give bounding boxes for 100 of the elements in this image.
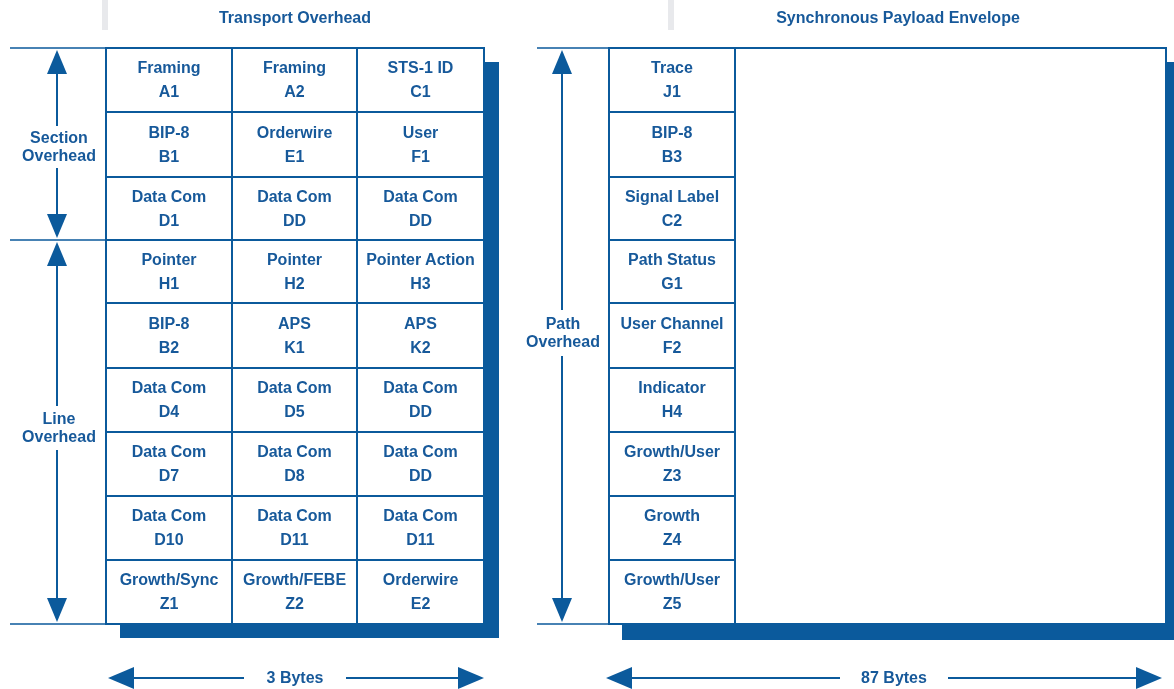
field-name: BIP-8 (148, 314, 190, 333)
byte-code: D7 (158, 467, 180, 485)
byte-code: K1 (284, 338, 305, 357)
field-name: Data Com (257, 443, 332, 461)
byte-code: DD (408, 211, 433, 230)
field-cell (608, 176, 736, 241)
byte-code: DD (408, 467, 433, 485)
byte-code: B2 (158, 338, 180, 357)
field-name: Data Com (131, 443, 207, 461)
field-cell (105, 431, 233, 497)
field-name: Pointer (266, 250, 323, 269)
field-name: STS-1 ID (387, 59, 454, 77)
field-cell (356, 47, 485, 113)
byte-code: D11 (406, 531, 435, 549)
field-name: Growth (644, 507, 700, 525)
field-cell (608, 367, 736, 433)
field-name: BIP-8 (148, 123, 190, 142)
byte-code: H1 (158, 274, 180, 293)
byte-code: Z1 (159, 595, 179, 613)
byte-code: D8 (284, 467, 305, 485)
field-name: User (402, 123, 439, 142)
byte-code: Z4 (662, 531, 682, 549)
field-cell (356, 239, 485, 304)
field-name: Pointer Action (366, 250, 475, 269)
field-name: APS (404, 314, 437, 333)
field-name: Data Com (131, 187, 207, 206)
field-name: Growth/FEBE (242, 571, 347, 589)
field-cell (231, 111, 358, 178)
field-cell (231, 495, 358, 561)
field-cell (231, 239, 358, 304)
field-name: Data Com (257, 379, 332, 397)
byte-code: H2 (284, 274, 305, 293)
field-cell (356, 559, 485, 625)
field-cell (105, 239, 233, 304)
field-cell (608, 111, 736, 178)
field-cell (356, 302, 485, 369)
field-name: User Channel (620, 314, 724, 333)
dimension-label: 87 Bytes (859, 669, 929, 687)
byte-code: Z2 (285, 595, 304, 613)
field-cell (231, 559, 358, 625)
field-name: Framing (262, 59, 327, 77)
field-name: Growth/Sync (119, 571, 219, 589)
field-name: Data Com (383, 507, 458, 525)
field-cell (608, 559, 736, 625)
field-name: Data Com (131, 379, 207, 397)
byte-code: D5 (284, 403, 305, 421)
section-title: Transport Overhead (217, 9, 373, 27)
byte-code: G1 (661, 274, 683, 293)
field-name: Orderwire (382, 571, 459, 589)
byte-code: E1 (284, 147, 305, 166)
field-cell (608, 239, 736, 304)
byte-code: A2 (284, 83, 305, 101)
field-name: Growth/User (624, 571, 720, 589)
field-name: Orderwire (256, 123, 333, 142)
field-name: Indicator (638, 379, 706, 397)
field-name: Framing (137, 59, 201, 77)
byte-code: E2 (410, 595, 431, 613)
byte-code: F2 (662, 338, 682, 357)
field-name: Growth/User (624, 443, 720, 461)
field-cell (608, 495, 736, 561)
field-name: Data Com (383, 379, 458, 397)
byte-code: C1 (410, 83, 431, 101)
field-cell (356, 176, 485, 241)
field-cell (105, 111, 233, 178)
field-cell (105, 47, 233, 113)
field-cell (608, 431, 736, 497)
field-name: BIP-8 (651, 123, 693, 142)
field-cell (105, 302, 233, 369)
byte-code: DD (408, 403, 433, 421)
field-name: Pointer (141, 250, 197, 269)
field-name: Data Com (257, 187, 332, 206)
field-name: Data Com (257, 507, 332, 525)
section-title: Synchronous Payload Envelope (774, 9, 1022, 27)
field-cell (356, 111, 485, 178)
field-cell (608, 302, 736, 369)
field-cell (608, 47, 736, 113)
byte-code: H4 (661, 403, 683, 421)
field-name: APS (278, 314, 311, 333)
byte-code: A1 (158, 83, 180, 101)
field-cell (231, 47, 358, 113)
byte-code: B3 (661, 147, 683, 166)
field-name: Data Com (131, 507, 207, 525)
byte-code: Z3 (662, 467, 682, 485)
byte-code: C2 (661, 211, 683, 230)
byte-code: Z5 (662, 595, 682, 613)
byte-code: F1 (411, 147, 430, 166)
field-cell (231, 431, 358, 497)
byte-code: D10 (154, 531, 184, 549)
field-name: Data Com (383, 443, 458, 461)
dimension-label: 3 Bytes (264, 669, 326, 687)
field-cell (356, 367, 485, 433)
field-cell (105, 367, 233, 433)
field-name: Signal Label (624, 187, 720, 206)
field-cell (356, 495, 485, 561)
field-name: Data Com (383, 187, 458, 206)
byte-code: D4 (158, 403, 180, 421)
byte-code: D11 (280, 531, 309, 549)
field-cell (231, 367, 358, 433)
field-cell (356, 431, 485, 497)
byte-code: DD (282, 211, 307, 230)
